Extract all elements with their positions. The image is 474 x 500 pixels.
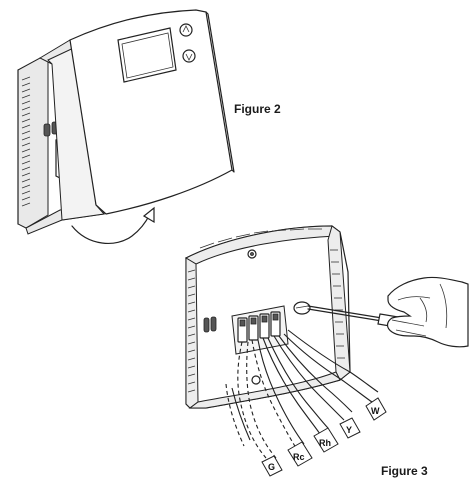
figure3-wires (225, 329, 379, 459)
figure2-caption: Figure 2 (234, 102, 281, 116)
wire-label-rc: Rc (293, 452, 305, 462)
figure3-wire-tags: G Rc Rh Y W (261, 397, 387, 477)
figure3-hand (386, 276, 469, 348)
figure2-drawing (17, 9, 235, 244)
figure3-caption: Figure 3 (381, 464, 428, 478)
figure2-rotation-arrow (71, 206, 155, 244)
wire-label-y: Y (346, 425, 352, 435)
wire-label-w: W (371, 406, 380, 416)
wire-tag-rh: Rh (313, 427, 339, 453)
wire-label-rh: Rh (319, 438, 331, 448)
figure3-terminal-block (231, 305, 289, 355)
figure3-drawing: G Rc Rh Y W (184, 225, 469, 477)
wire-label-g: G (268, 462, 275, 472)
wire-tag-rc: Rc (287, 441, 313, 467)
wire-tag-g: G (261, 455, 283, 477)
figure2-thermostat-cover (38, 9, 235, 221)
wire-tag-w: W (365, 397, 387, 421)
wire-tag-y: Y (339, 417, 361, 439)
